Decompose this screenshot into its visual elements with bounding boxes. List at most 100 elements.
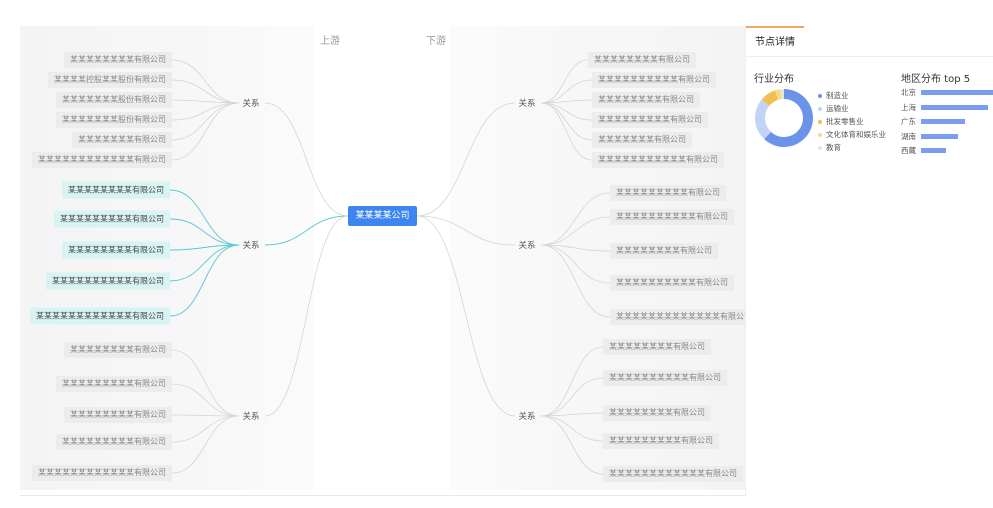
upstream-relation-label[interactable]: 关系 xyxy=(242,412,260,422)
upstream-company-node[interactable]: 某某某某控股某某股份有限公司 xyxy=(48,72,172,88)
downstream-node-edge xyxy=(540,244,611,284)
downstream-node-edge xyxy=(540,79,593,104)
downstream-company-node[interactable]: 某某某某某某某有限公司 xyxy=(592,132,692,148)
downstream-company-node[interactable]: 某某某某某某某某有限公司 xyxy=(588,52,696,68)
industry-slice[interactable] xyxy=(764,89,813,147)
region-row[interactable]: 湖南 xyxy=(901,132,993,147)
upstream-company-node[interactable]: 某某某某某某某某某某某某有限公司 xyxy=(30,307,170,325)
region-bar xyxy=(921,119,965,124)
industry-slice[interactable] xyxy=(775,89,782,100)
upstream-company-node[interactable]: 某某某某某某某某有限公司 xyxy=(64,52,172,68)
upstream-company-node[interactable]: 某某某某某某某某有限公司 xyxy=(64,407,172,423)
downstream-company-node[interactable]: 某某某某某某某某某有限公司 xyxy=(610,185,726,201)
upstream-group-edge xyxy=(264,215,349,417)
downstream-node-edge xyxy=(540,346,604,417)
legend-item[interactable]: 制造业 xyxy=(818,89,886,102)
upstream-company-node[interactable]: 某某某某某某某某有限公司 xyxy=(62,241,170,259)
downstream-group-edge xyxy=(416,215,516,417)
legend-dot-icon xyxy=(818,106,822,111)
downstream-company-node[interactable]: 某某某某某某某某某有限公司 xyxy=(592,112,708,128)
legend-item[interactable]: 批发零售业 xyxy=(818,115,886,128)
downstream-company-node[interactable]: 某某某某某某某某有限公司 xyxy=(603,339,711,355)
downstream-company-node[interactable]: 某某某某某某某某有限公司 xyxy=(610,243,718,259)
downstream-relation-label[interactable]: 关系 xyxy=(518,412,536,422)
upstream-company-node[interactable]: 某某某某某某某某某有限公司 xyxy=(56,376,172,392)
downstream-group-edge xyxy=(416,215,516,246)
legend-item[interactable]: 运输业 xyxy=(818,102,886,115)
legend-item[interactable]: 教育 xyxy=(818,141,886,154)
upstream-relation-label[interactable]: 关系 xyxy=(242,99,260,109)
detail-panel: 节点详情 行业分布 地区分布 top 5 制造业运输业批发零售业文化体育和娱乐业… xyxy=(745,26,993,496)
downstream-company-node[interactable]: 某某某某某某某某某某某某有限公司 xyxy=(603,466,743,482)
industry-slice[interactable] xyxy=(761,90,779,106)
region-bar xyxy=(921,133,958,139)
downstream-relation-label[interactable]: 关系 xyxy=(518,99,536,109)
upstream-group-edge xyxy=(264,102,349,217)
region-name: 北京 xyxy=(901,88,916,97)
upstream-relation-label[interactable]: 关系 xyxy=(242,241,260,251)
downstream-company-node[interactable]: 某某某某某某某某某有限公司 xyxy=(603,433,719,449)
upstream-company-node[interactable]: 某某某某某某某股份有限公司 xyxy=(56,112,172,128)
upstream-node-edge xyxy=(171,383,240,417)
downstream-node-edge xyxy=(540,244,611,318)
upstream-company-node[interactable]: 某某某某某某某某某某某某有限公司 xyxy=(32,465,172,481)
downstream-company-node[interactable]: 某某某某某某某某某某有限公司 xyxy=(592,72,716,88)
upstream-node-edge xyxy=(171,414,240,417)
downstream-node-edge xyxy=(540,216,611,246)
industry-slice[interactable] xyxy=(755,99,771,140)
tab-node-detail[interactable]: 节点详情 xyxy=(746,26,804,56)
region-row[interactable]: 西藏 xyxy=(901,146,993,161)
upstream-company-node[interactable]: 某某某某某某某某某有限公司 xyxy=(56,434,172,450)
upstream-node-edge xyxy=(171,415,240,474)
upstream-node-edge xyxy=(171,102,240,161)
legend-label: 批发零售业 xyxy=(826,117,864,126)
upstream-node-edge xyxy=(171,79,240,104)
downstream-relation-label[interactable]: 关系 xyxy=(518,241,536,251)
downstream-company-node[interactable]: 某某某某某某某某某某有限公司 xyxy=(610,209,734,225)
downstream-company-node[interactable]: 某某某某某某某某某某某有限公司 xyxy=(592,152,724,168)
upstream-company-node[interactable]: 某某某某某某某有限公司 xyxy=(72,132,172,148)
downstream-company-node[interactable]: 某某某某某某某某某某有限公司 xyxy=(603,370,727,386)
upstream-company-node[interactable]: 某某某某某某某某某某某某有限公司 xyxy=(32,152,172,168)
legend-item[interactable]: 文化体育和娱乐业 xyxy=(818,128,886,141)
downstream-company-node[interactable]: 某某某某某某某某某某有限公司 xyxy=(610,275,734,291)
region-row[interactable]: 上海 xyxy=(901,103,993,118)
upstream-node-edge xyxy=(171,59,240,104)
center-node[interactable]: 某某某某公司 xyxy=(348,206,417,226)
downstream-group-edge xyxy=(416,102,516,217)
legend-dot-icon xyxy=(818,132,822,137)
upstream-group-edge xyxy=(264,215,349,246)
downstream-company-node[interactable]: 某某某某某某某某有限公司 xyxy=(603,405,711,421)
legend-label: 运输业 xyxy=(826,104,849,113)
downstream-label: 下游 xyxy=(426,36,446,47)
upstream-company-node[interactable]: 某某某某某某某某某某有限公司 xyxy=(46,272,170,290)
region-bar xyxy=(921,148,946,153)
graph-edges xyxy=(169,59,611,475)
upstream-company-node[interactable]: 某某某某某某某股份有限公司 xyxy=(56,92,172,108)
downstream-company-node[interactable]: 某某某某某某某某某某某某某有限公司 xyxy=(610,309,758,325)
region-name: 上海 xyxy=(901,102,916,112)
region-name: 西藏 xyxy=(901,146,916,155)
region-title: 地区分布 top 5 xyxy=(901,74,971,85)
region-bar xyxy=(921,104,989,110)
upstream-company-node[interactable]: 某某某某某某某某有限公司 xyxy=(64,342,172,358)
legend-dot-icon xyxy=(818,119,822,124)
industry-slice[interactable] xyxy=(780,89,784,100)
downstream-node-edge xyxy=(540,412,604,417)
downstream-node-edge xyxy=(540,415,604,475)
upstream-company-node[interactable]: 某某某某某某某某有限公司 xyxy=(62,181,170,199)
region-name: 广东 xyxy=(901,117,916,126)
downstream-company-node[interactable]: 某某某某某某某某有限公司 xyxy=(592,92,700,108)
upstream-node-edge xyxy=(169,189,240,246)
upstream-node-edge xyxy=(171,102,240,121)
industry-title: 行业分布 xyxy=(754,74,794,85)
downstream-node-edge xyxy=(540,102,593,141)
upstream-node-edge xyxy=(169,244,240,282)
region-row[interactable]: 广东 xyxy=(901,117,993,132)
region-bar-chart: 北京上海广东湖南西藏 xyxy=(901,88,993,161)
graph-canvas[interactable]: 上游 下游 某某某某某某某某有限公司某某某某控股某某股份有限公司某某某某某某某股… xyxy=(0,0,758,508)
upstream-company-node[interactable]: 某某某某某某某某某有限公司 xyxy=(54,210,170,228)
industry-donut-chart xyxy=(755,89,813,147)
region-row[interactable]: 北京 xyxy=(901,88,993,103)
downstream-node-edge xyxy=(540,99,593,104)
